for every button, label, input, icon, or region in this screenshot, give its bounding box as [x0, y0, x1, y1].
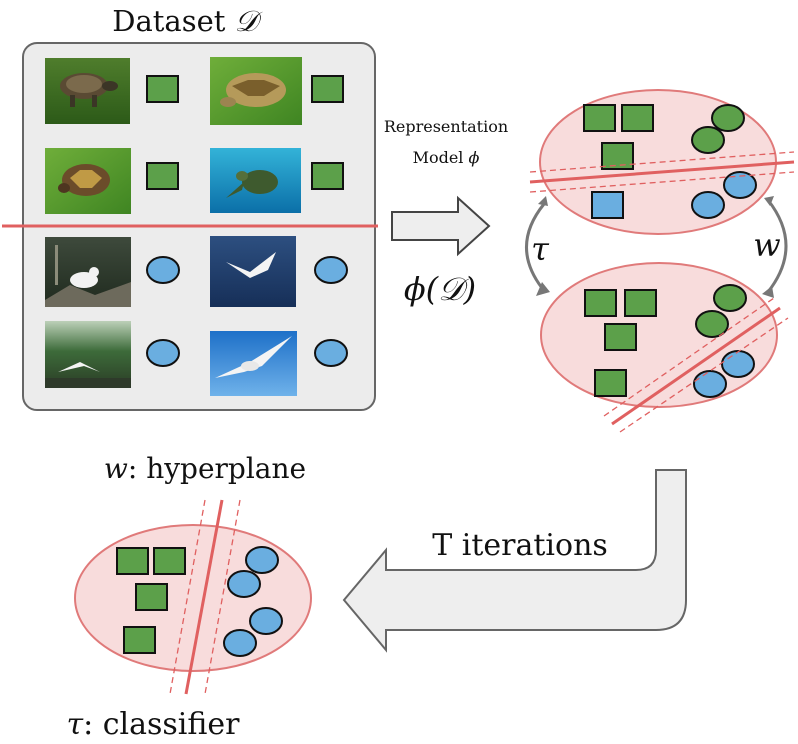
- class-square-2: [311, 75, 344, 103]
- result-ellipse: [74, 499, 312, 695]
- embedding-ellipse-top: [529, 89, 795, 235]
- iterations-label: T iterations: [432, 528, 608, 563]
- tau-loop-arrow: [525, 196, 550, 296]
- photo-sea-turtle-underwater: [210, 148, 301, 213]
- hyperplane-label: w: hyperplane: [104, 452, 306, 485]
- tau-label: τ: [531, 230, 550, 268]
- class-circle-1: [146, 256, 180, 284]
- photo-turtle-on-moss: [45, 58, 130, 124]
- phi-of-dataset-label: ϕ(𝒟): [404, 270, 476, 308]
- representation-arrow: [391, 195, 491, 257]
- photo-gull-over-water: [210, 236, 296, 307]
- photo-gull-over-mangroves: [45, 321, 131, 388]
- class-square-3: [146, 162, 179, 190]
- embedding-ellipse-middle: [540, 262, 789, 433]
- class-square-1: [146, 75, 179, 103]
- class-circle-4: [314, 339, 348, 367]
- iterations-arrow: [342, 469, 687, 653]
- photo-gull-in-blue-sky: [210, 331, 297, 396]
- photo-box-turtle-in-grass: [45, 148, 131, 214]
- class-square-4: [311, 162, 344, 190]
- classifier-label: τ: classifier: [66, 707, 240, 742]
- w-loop-arrow: [762, 196, 788, 298]
- photo-tortoise-on-grass: [210, 57, 302, 125]
- w-label: w: [753, 226, 780, 264]
- representation-label-line1: Representation: [384, 117, 508, 136]
- dataset-title: Dataset 𝒟: [112, 4, 262, 38]
- representation-label-line2: Model ϕ: [413, 148, 480, 167]
- class-circle-3: [146, 339, 180, 367]
- class-circle-2: [314, 256, 348, 284]
- photo-gull-on-rocks: [45, 237, 131, 307]
